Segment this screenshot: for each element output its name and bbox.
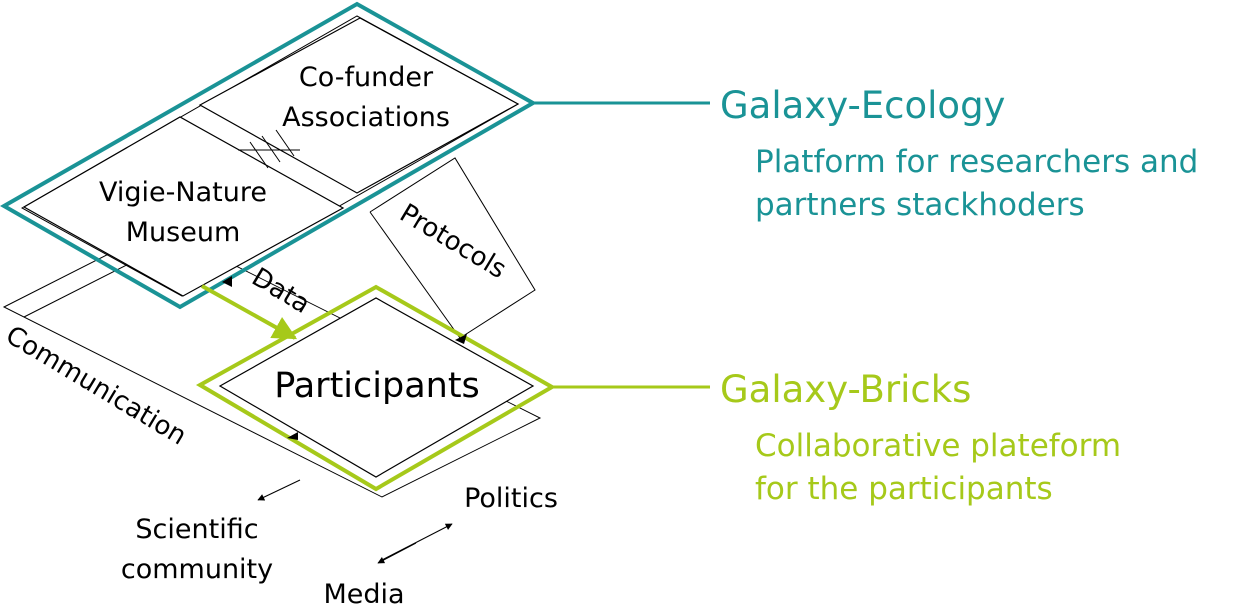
communication-label: Communication — [0, 320, 191, 451]
participants-label: Participants — [274, 366, 480, 406]
connector-hatch — [238, 129, 300, 169]
vigie-label-line1: Vigie-Nature — [99, 177, 267, 208]
vigie-label-line2: Museum — [126, 217, 241, 248]
participants-diamond — [218, 297, 535, 478]
data-return-arrowhead — [222, 276, 232, 287]
ecology-description-line1: Platform for researchers and — [755, 144, 1198, 180]
cofunder-diamond — [198, 17, 520, 194]
flow-arrowheads — [222, 276, 467, 440]
bricks-description-line2: for the participants — [755, 471, 1053, 507]
scientific-label-line2: community — [121, 554, 273, 585]
cofunder-label-line2: Associations — [282, 102, 450, 133]
ecology-title: Galaxy-Ecology — [720, 84, 1005, 127]
galaxy-ecology-frame — [0, 1, 538, 310]
scientific-label-line1: Scientific — [135, 514, 258, 545]
bricks-title: Galaxy-Bricks — [720, 368, 971, 411]
protocols-band — [369, 157, 536, 339]
audience-lines — [257, 479, 453, 564]
data-arrow — [201, 284, 298, 340]
politics-label: Politics — [464, 483, 558, 514]
cofunder-label-line1: Co-funder — [299, 62, 434, 93]
communication-arrowhead — [287, 432, 298, 440]
media-label: Media — [323, 579, 404, 605]
vigie-diamond — [22, 116, 345, 297]
protocols-arrowhead — [455, 334, 467, 344]
bricks-description-line1: Collaborative plateform — [755, 428, 1121, 464]
ecology-description-line2: partners stackhoders — [755, 187, 1085, 223]
data-label: Data — [246, 262, 315, 320]
protocols-label: Protocols — [394, 198, 511, 285]
ecology-outer-rhombus — [0, 1, 538, 310]
